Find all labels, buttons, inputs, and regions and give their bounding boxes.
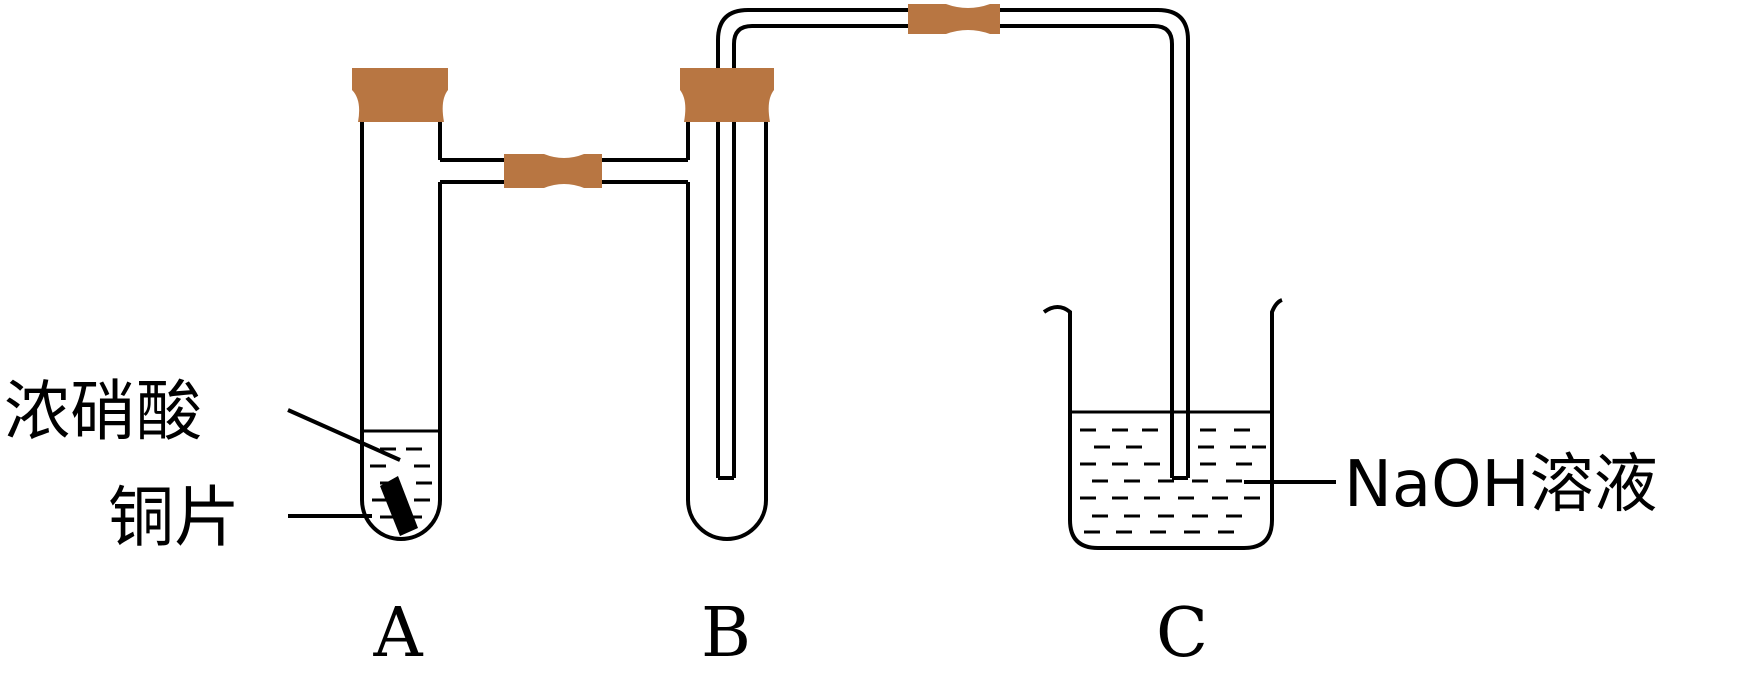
beaker-c xyxy=(1042,298,1283,550)
label-copper: 铜片 xyxy=(108,479,240,556)
delivery-tube xyxy=(716,8,1190,480)
acid-liquid xyxy=(362,429,440,519)
test-tube-a xyxy=(360,108,442,541)
rubber-joint-a-b xyxy=(504,154,602,188)
stopper-b xyxy=(680,68,774,122)
label-tube-a: A xyxy=(372,594,423,673)
delivery-tube-outer xyxy=(716,8,1190,478)
leader-lines xyxy=(287,408,1336,518)
naoh-liquid xyxy=(1070,410,1272,534)
rubber-joint-top xyxy=(908,4,1000,34)
tube-b-bottom xyxy=(686,499,768,541)
test-tube-b xyxy=(686,108,768,541)
label-acid: 浓硝酸 xyxy=(4,373,202,450)
beaker-outline xyxy=(1042,298,1283,550)
label-tube-b: B xyxy=(701,594,751,673)
leader-acid xyxy=(287,408,401,462)
delivery-tube-inner xyxy=(732,24,1174,478)
copper-strip xyxy=(380,476,418,536)
stopper-a xyxy=(352,68,448,122)
label-naoh: NaOH溶液 xyxy=(1344,448,1658,522)
label-beaker-c: C xyxy=(1156,594,1208,673)
